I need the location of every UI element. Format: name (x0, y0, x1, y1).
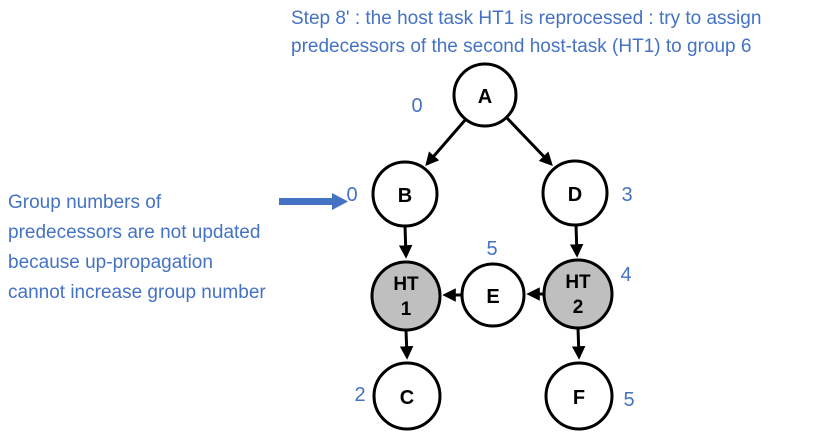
edge-a-to-d (504, 115, 553, 166)
annotation-line-4: cannot increase group number (8, 282, 266, 303)
node-a (452, 62, 518, 128)
node-e-label: E (486, 286, 499, 308)
group-number-e: 5 (486, 238, 497, 260)
step-title: Step 8' : the host task HT1 is reprocess… (291, 5, 761, 61)
node-ht1-label-bottom: 1 (401, 299, 412, 320)
group-number-a: 0 (411, 95, 422, 117)
node-f-label: F (573, 387, 585, 409)
edge-ht2-to-f (571, 327, 586, 360)
edge-ht1-to-c (399, 329, 414, 360)
annotation-arrow-right-icon (279, 193, 348, 210)
node-ht2-label-top: HT (565, 272, 591, 293)
edge-b-to-ht1 (398, 225, 413, 259)
step-title-line-1: Step 8' : the host task HT1 is reprocess… (291, 8, 762, 29)
group-number-f: 5 (623, 389, 634, 411)
node-d-label: D (568, 184, 582, 206)
annotation-line-3: because up-propagation (8, 252, 213, 273)
group-number-ht2: 4 (620, 264, 631, 286)
node-a-label: A (478, 86, 492, 108)
annotation-text: Group numbers of predecessors are not up… (8, 188, 266, 308)
node-ht1 (370, 260, 442, 332)
node-ht2 (542, 258, 614, 330)
node-c (372, 361, 442, 431)
edge-d-to-ht2 (569, 224, 584, 258)
node-ht1-label-top: HT (393, 274, 419, 295)
node-ht2-label-bottom: 2 (573, 297, 584, 318)
annotation-line-1: Group numbers of (8, 192, 162, 213)
edge-a-to-b (425, 118, 468, 167)
node-b (371, 160, 439, 228)
node-d (541, 159, 609, 227)
group-number-b: 0 (346, 184, 357, 206)
node-e (460, 262, 526, 328)
node-f (544, 361, 614, 431)
group-number-d: 3 (621, 184, 632, 206)
step-title-line-2: predecessors of the second host-task (HT… (291, 36, 752, 57)
annotation-line-2: predecessors are not updated (8, 222, 261, 243)
node-b-label: B (398, 185, 412, 207)
group-number-c: 2 (354, 384, 365, 406)
node-c-label: C (400, 387, 414, 409)
